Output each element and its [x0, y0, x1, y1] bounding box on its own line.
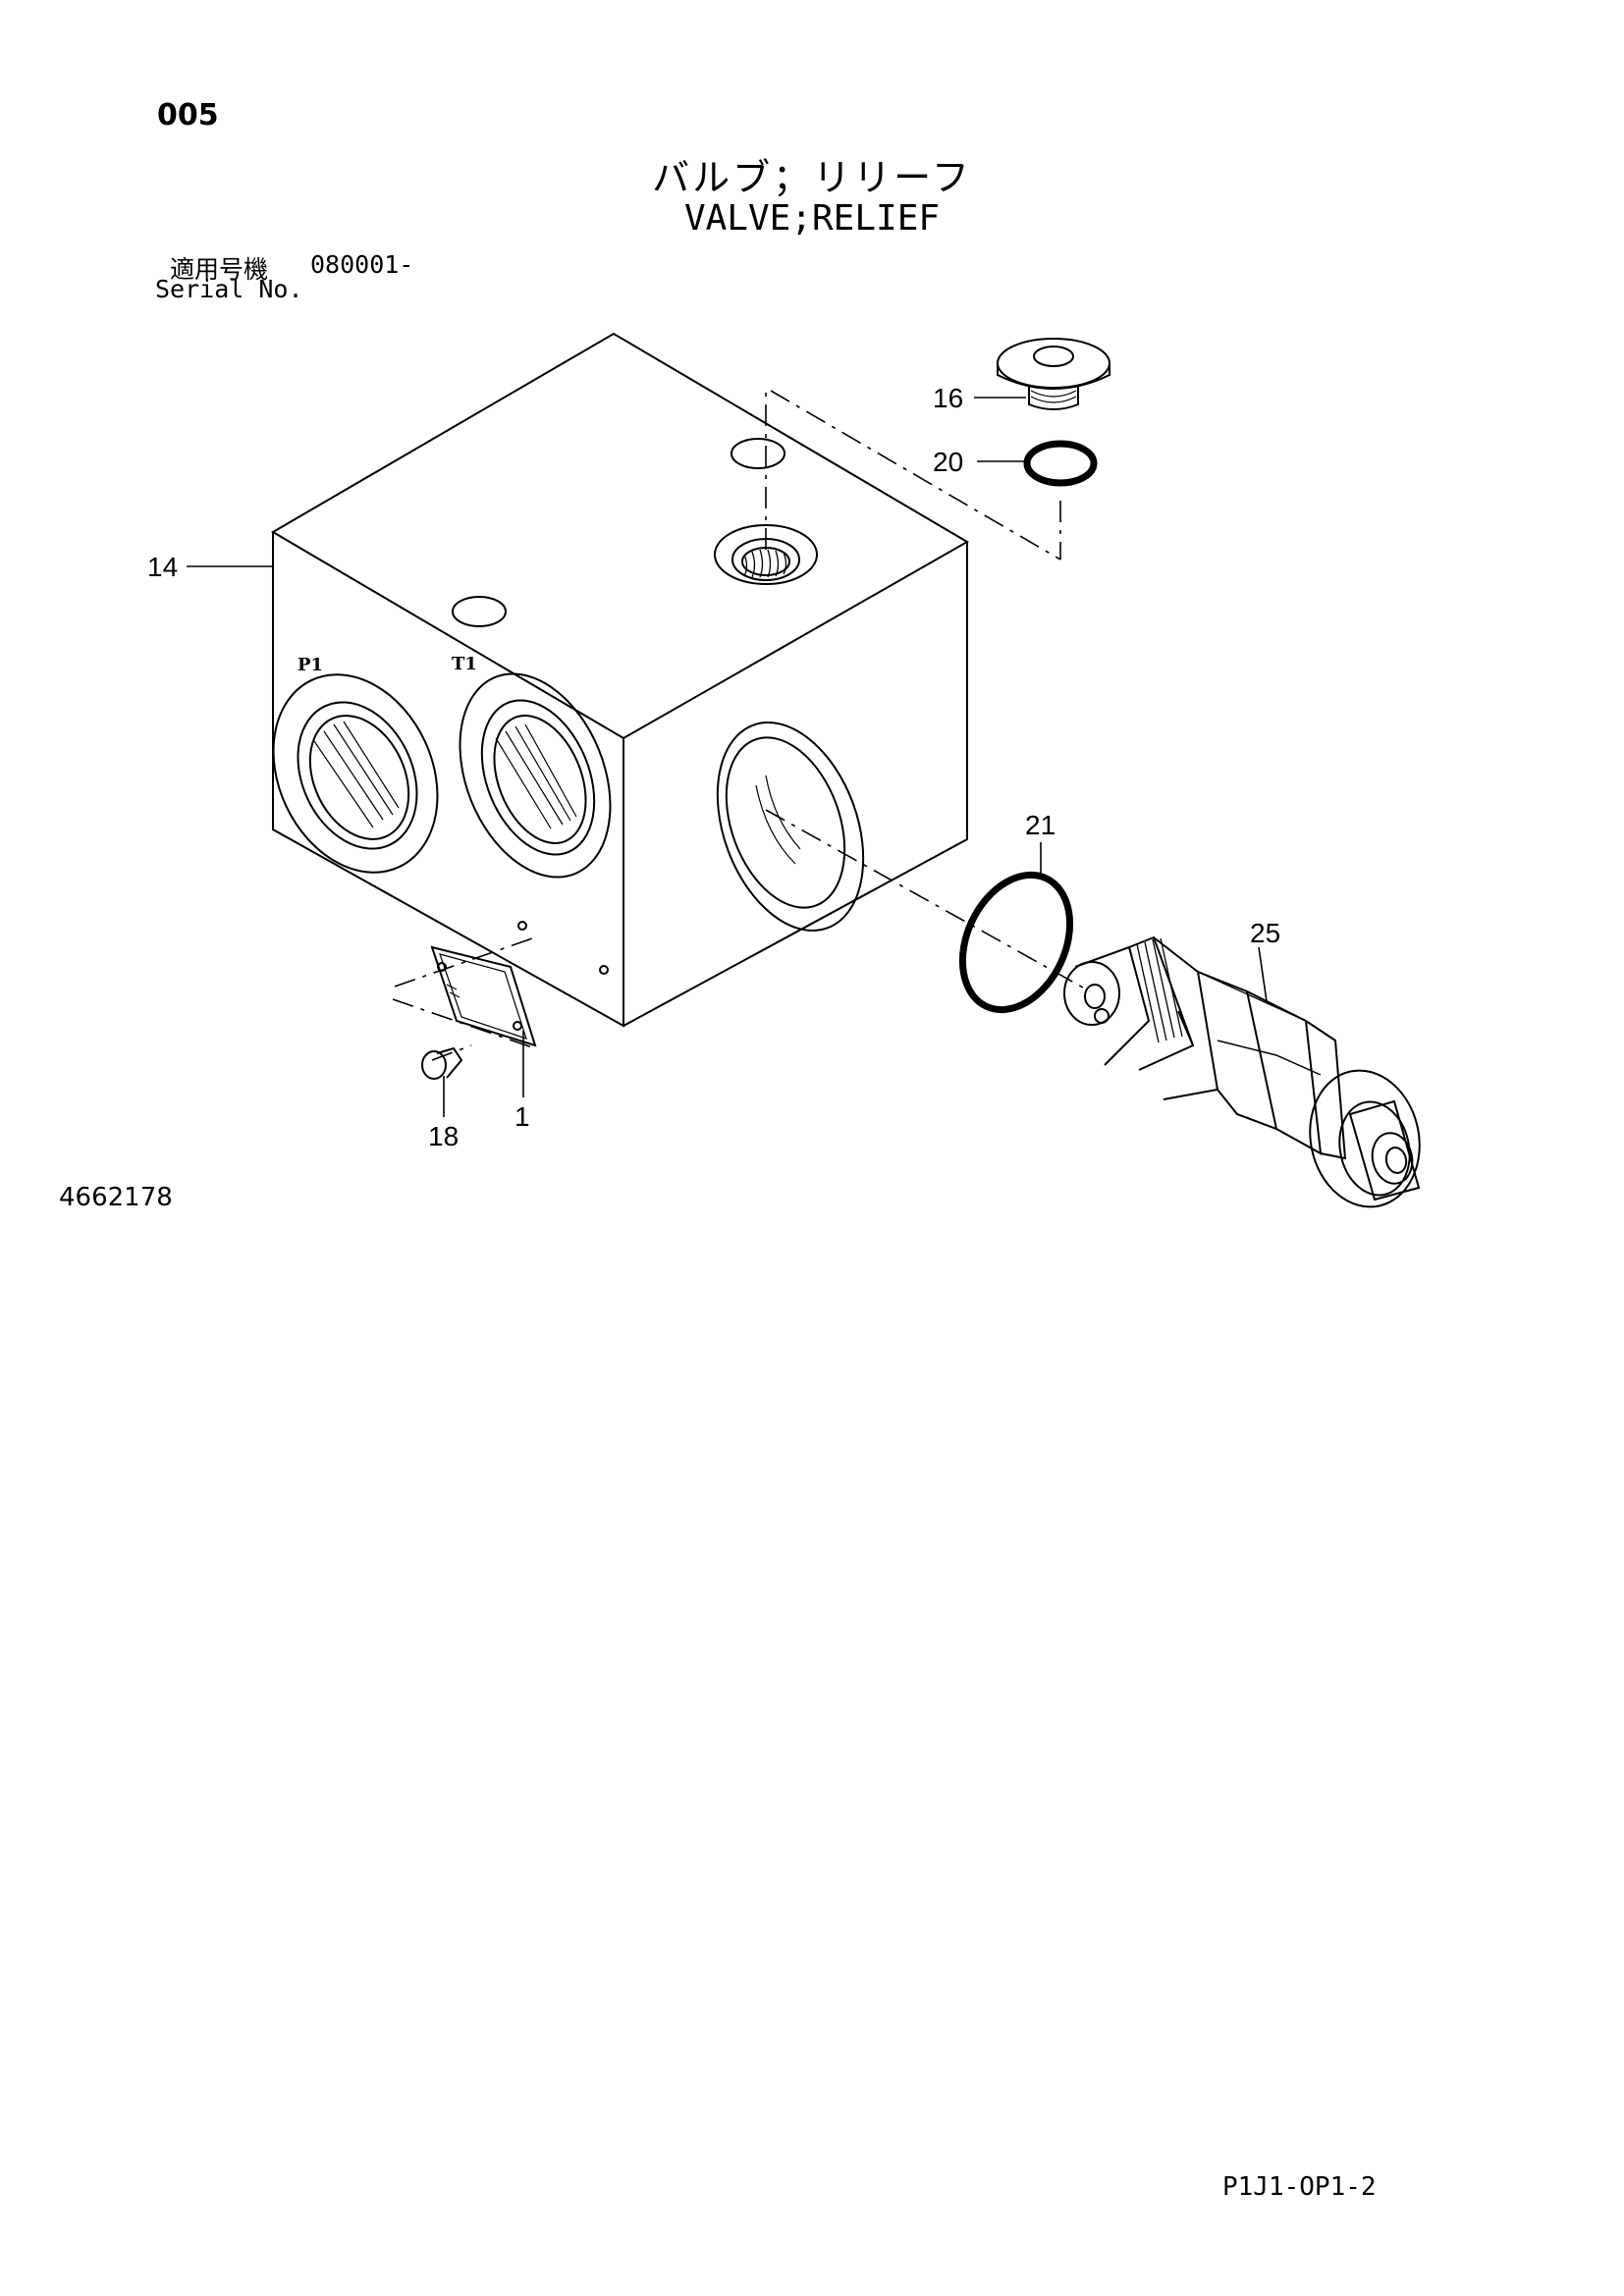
callout-1: 1: [514, 1101, 530, 1132]
callout-14: 14: [147, 552, 178, 582]
o-ring-small: [1023, 440, 1098, 487]
callout-20: 20: [933, 447, 963, 477]
o-ring-large: [958, 871, 1074, 1014]
port-label-t1: T1: [452, 654, 477, 674]
drawing-number: 4662178: [59, 1183, 173, 1212]
callout-21: 21: [1025, 810, 1056, 840]
port-label-p1: P1: [298, 655, 323, 675]
sheet-code: P1J1-OP1-2: [1222, 2172, 1377, 2202]
callout-18: 18: [428, 1121, 459, 1151]
serial-value: 080001-: [310, 250, 414, 279]
plug-part: [997, 338, 1110, 410]
serial-label-english: Serial No.: [155, 275, 303, 303]
callout-16: 16: [933, 383, 963, 413]
leader-lines: [187, 397, 1268, 1117]
center-lines: [392, 388, 1091, 1061]
title-english: VALVE;RELIEF: [683, 198, 941, 239]
serial-label-japanese: 適用号機: [170, 255, 269, 284]
page-number: 005: [157, 98, 219, 133]
relief-valve-cartridge: [1063, 935, 1421, 1208]
title-japanese: バルブ；リリーフ: [652, 156, 972, 199]
drive-screw: [421, 1046, 463, 1080]
valve-block: P1 T1: [271, 332, 969, 1028]
name-plate: [430, 945, 537, 1047]
callout-25: 25: [1250, 918, 1280, 948]
